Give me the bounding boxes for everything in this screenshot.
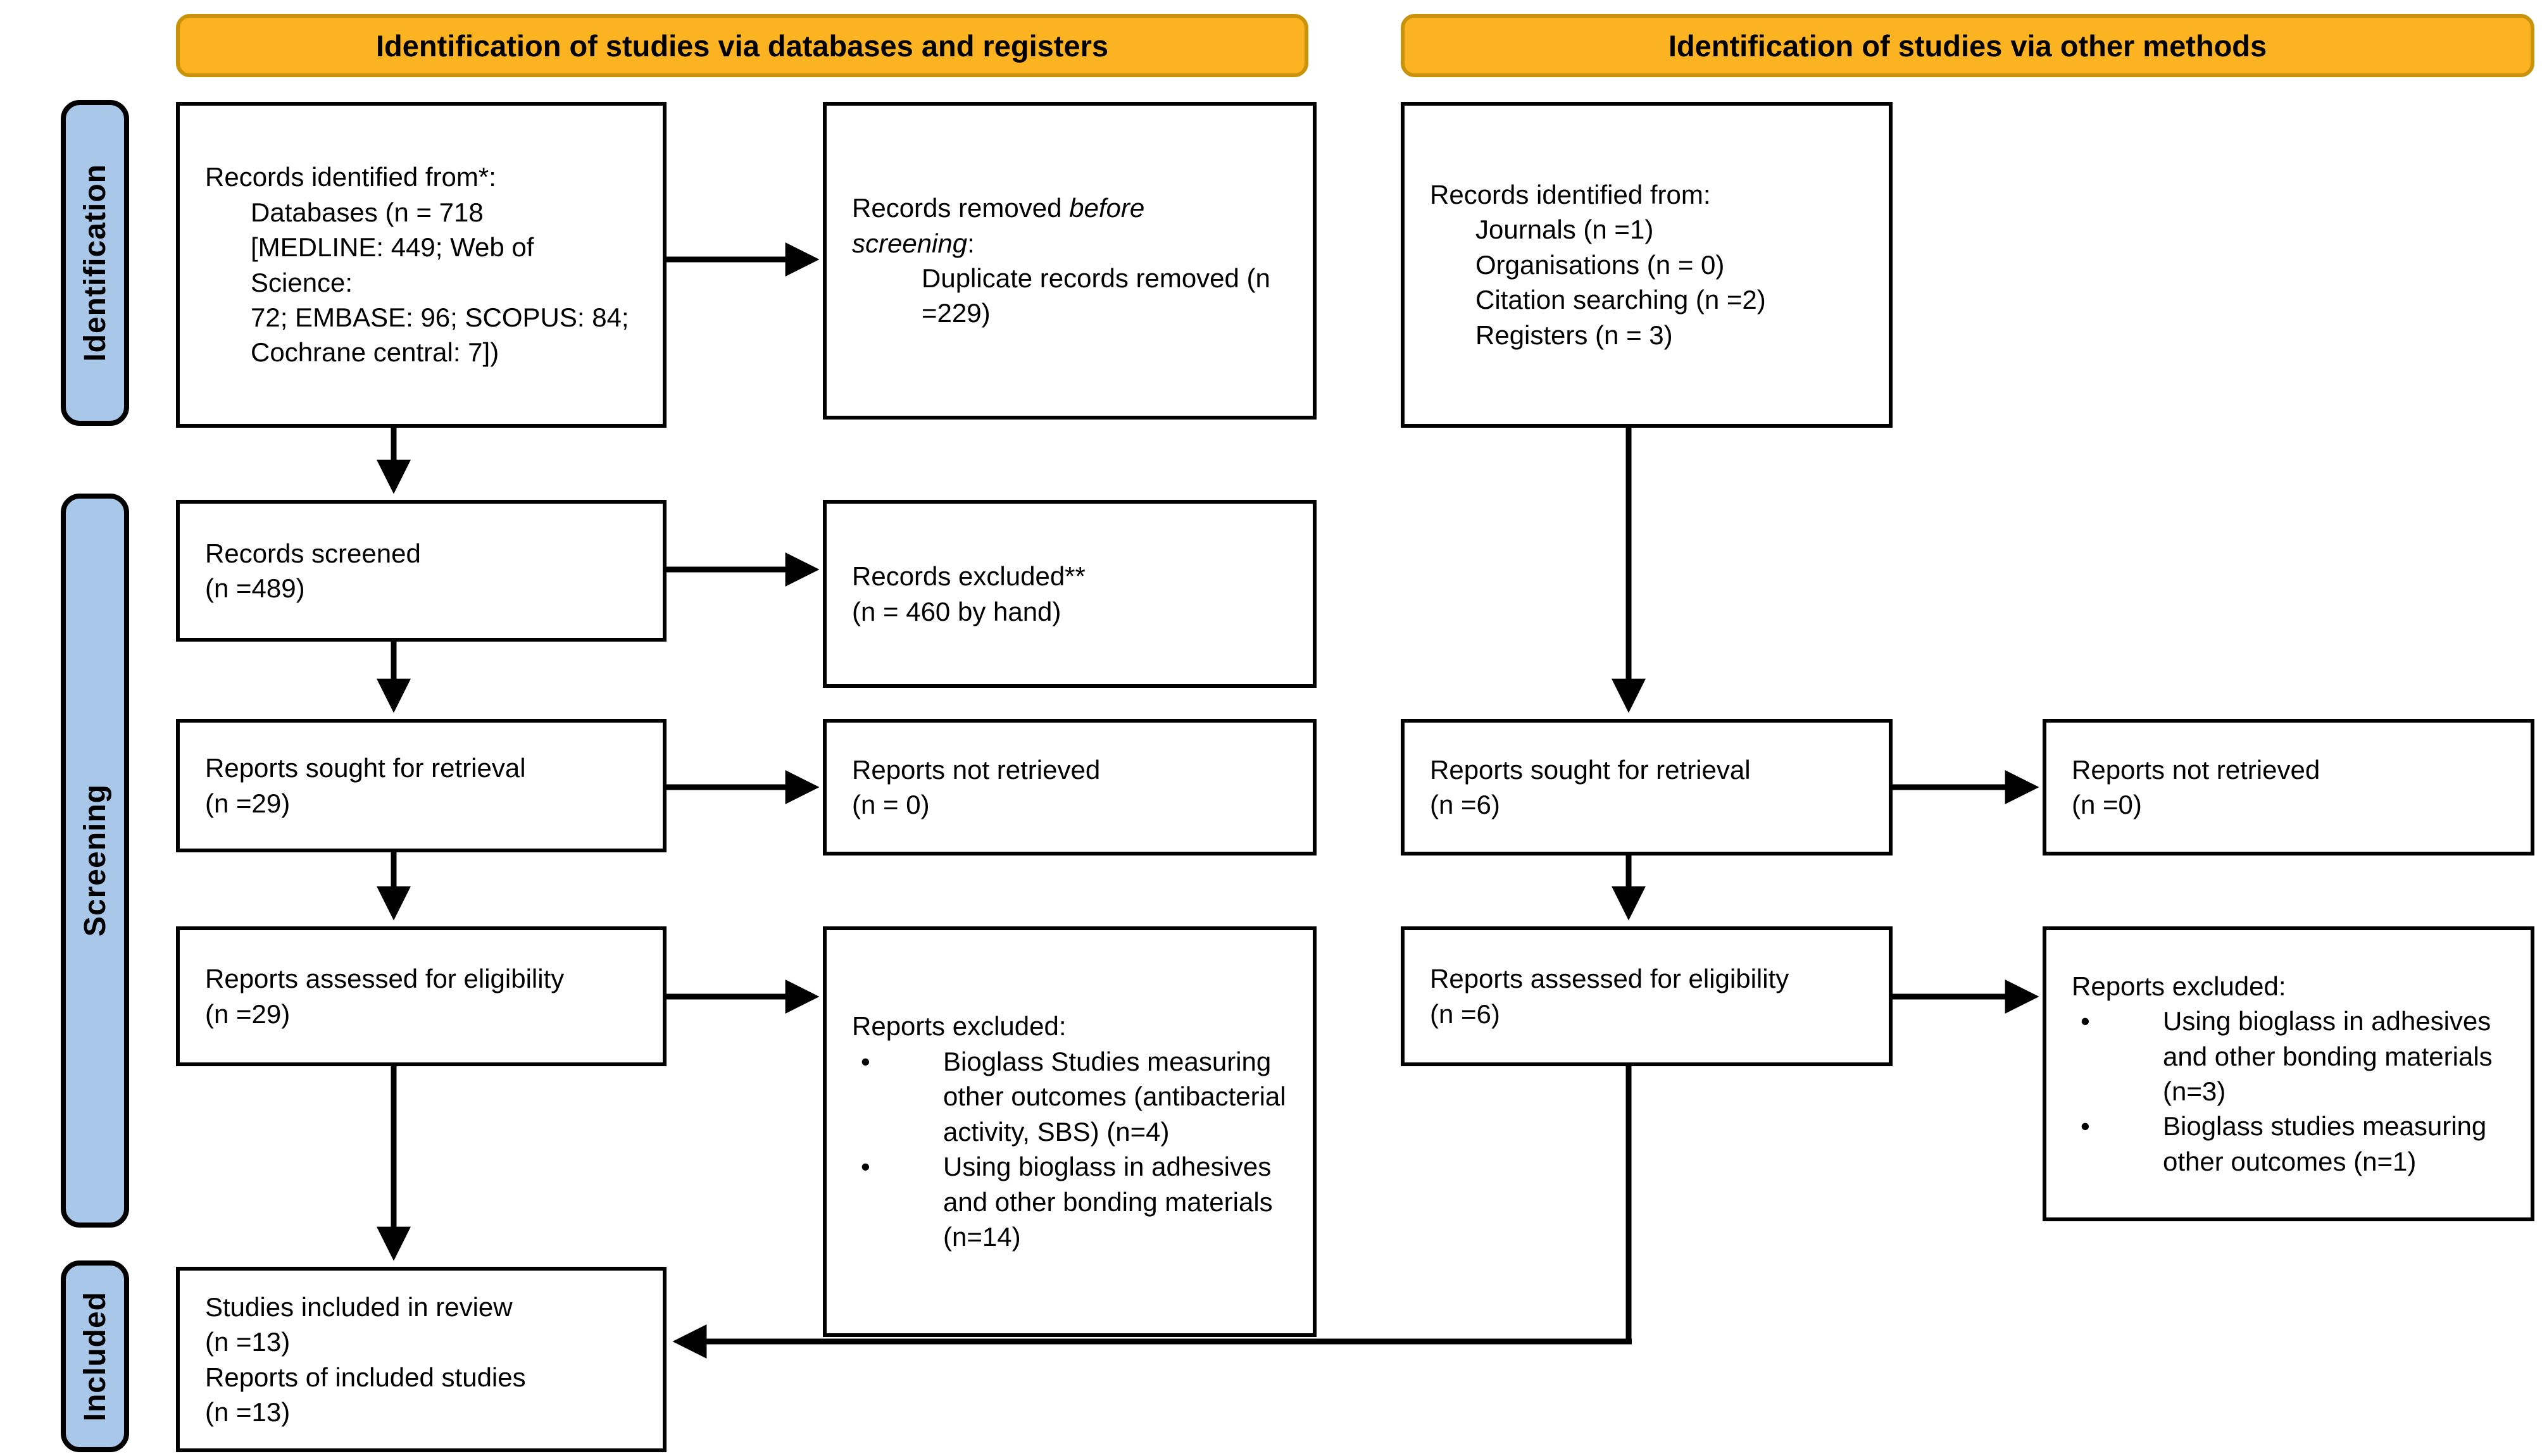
sidebar-phase-identification: Identification xyxy=(61,100,129,426)
reports-assessed-line: Reports assessed for eligibility xyxy=(205,964,565,994)
reports-excluded-other-bullet-text: Bioglass studies measuring other outcome… xyxy=(2163,1111,2487,1176)
reports-sought-line: Reports sought for retrieval xyxy=(205,753,526,783)
reports-excluded-bullet-text: Using bioglass in adhesives and other bo… xyxy=(943,1152,1273,1252)
records-identified-line: Databases (n = 718 xyxy=(251,197,484,227)
records-removed-title-italic: before screening xyxy=(852,193,1145,258)
records-identified-other-title: Records identified from: xyxy=(1430,179,1711,209)
records-removed-item: Duplicate records removed (n =229) xyxy=(922,263,1270,328)
sidebar-phase-identification-label: Identification xyxy=(78,164,112,362)
box-reports-sought-other: Reports sought for retrieval (n =6) xyxy=(1401,719,1893,856)
records-identified-line: Cochrane central: 7]) xyxy=(251,337,499,368)
box-records-identified-databases: Records identified from*: Databases (n =… xyxy=(176,102,667,428)
bullet-icon: • xyxy=(861,1152,870,1182)
records-excluded-count: (n = 460 by hand) xyxy=(852,596,1061,626)
reports-sought-count: (n =29) xyxy=(205,788,291,818)
reports-sought-other-count: (n =6) xyxy=(1430,790,1500,819)
reports-excluded-bullet: • Using bioglass in adhesives and other … xyxy=(852,1149,1287,1254)
bullet-icon: • xyxy=(2081,1111,2090,1142)
sidebar-phase-screening-label: Screening xyxy=(78,784,112,937)
reports-excluded-bullet: • Bioglass Studies measuring other outco… xyxy=(852,1044,1287,1149)
box-reports-sought-databases: Reports sought for retrieval (n =29) xyxy=(176,719,667,852)
box-records-screened: Records screened (n =489) xyxy=(176,500,667,642)
records-excluded-line: Records excluded** xyxy=(852,561,1086,592)
reports-included-line: Reports of included studies xyxy=(205,1362,526,1392)
header-banner-databases: Identification of studies via databases … xyxy=(176,14,1308,77)
reports-excluded-other-bullet: • Bioglass studies measuring other outco… xyxy=(2072,1109,2505,1179)
reports-not-retrieved-line: Reports not retrieved xyxy=(852,754,1101,785)
records-screened-line: Records screened xyxy=(205,538,421,568)
records-screened-count: (n =489) xyxy=(205,573,305,603)
box-records-excluded: Records excluded** (n = 460 by hand) xyxy=(823,500,1317,688)
reports-excluded-bullet-text: Bioglass Studies measuring other outcome… xyxy=(943,1046,1286,1147)
box-reports-not-retrieved-other: Reports not retrieved (n =0) xyxy=(2043,719,2534,856)
studies-included-line: Studies included in review xyxy=(205,1291,513,1322)
records-removed-title-post: : xyxy=(967,228,975,258)
records-removed-title-pre: Records removed xyxy=(852,193,1070,223)
reports-not-retrieved-other-count: (n =0) xyxy=(2072,790,2142,819)
reports-assessed-other-line: Reports assessed for eligibility xyxy=(1430,964,1789,994)
reports-excluded-title: Reports excluded: xyxy=(852,1011,1067,1042)
box-reports-not-retrieved-databases: Reports not retrieved (n = 0) xyxy=(823,719,1317,856)
reports-included-count: (n =13) xyxy=(205,1397,291,1427)
reports-not-retrieved-other-line: Reports not retrieved xyxy=(2072,754,2320,785)
box-records-removed: Records removed before screening: Duplic… xyxy=(823,102,1317,420)
sidebar-phase-included-label: Included xyxy=(78,1291,112,1422)
sidebar-phase-included: Included xyxy=(61,1260,129,1452)
bullet-icon: • xyxy=(861,1046,870,1076)
records-identified-other-line: Registers (n = 3) xyxy=(1475,320,1673,350)
reports-assessed-other-count: (n =6) xyxy=(1430,999,1500,1029)
studies-included-count: (n =13) xyxy=(205,1327,291,1357)
records-identified-other-line: Journals (n =1) xyxy=(1475,215,1654,245)
sidebar-phase-screening: Screening xyxy=(61,494,129,1228)
records-identified-other-line: Organisations (n = 0) xyxy=(1475,249,1725,280)
box-reports-assessed-other: Reports assessed for eligibility (n =6) xyxy=(1401,926,1893,1066)
header-banner-other-methods: Identification of studies via other meth… xyxy=(1401,14,2534,77)
header-banner-other-methods-label: Identification of studies via other meth… xyxy=(1668,28,2267,63)
reports-excluded-other-bullet-text: Using bioglass in adhesives and other bo… xyxy=(2163,1006,2493,1106)
bullet-icon: • xyxy=(2081,1006,2090,1036)
reports-sought-other-line: Reports sought for retrieval xyxy=(1430,754,1751,785)
records-removed-title: Records removed before screening: xyxy=(852,190,1206,261)
reports-excluded-other-title: Reports excluded: xyxy=(2072,971,2286,1001)
box-reports-excluded-databases: Reports excluded: • Bioglass Studies mea… xyxy=(823,926,1317,1337)
header-banner-databases-label: Identification of studies via databases … xyxy=(375,28,1109,63)
records-identified-line: [MEDLINE: 449; Web of Science: xyxy=(251,232,534,297)
reports-excluded-other-bullet: • Using bioglass in adhesives and other … xyxy=(2072,1004,2505,1109)
records-identified-title: Records identified from*: xyxy=(205,162,496,192)
reports-assessed-count: (n =29) xyxy=(205,999,291,1029)
reports-not-retrieved-count: (n = 0) xyxy=(852,790,930,819)
box-studies-included: Studies included in review (n =13) Repor… xyxy=(176,1267,667,1452)
box-reports-excluded-other: Reports excluded: • Using bioglass in ad… xyxy=(2043,926,2534,1221)
records-identified-other-line: Citation searching (n =2) xyxy=(1475,285,1766,315)
records-identified-line: 72; EMBASE: 96; SCOPUS: 84; xyxy=(251,302,629,332)
box-records-identified-other: Records identified from: Journals (n =1)… xyxy=(1401,102,1893,428)
box-reports-assessed-databases: Reports assessed for eligibility (n =29) xyxy=(176,926,667,1066)
